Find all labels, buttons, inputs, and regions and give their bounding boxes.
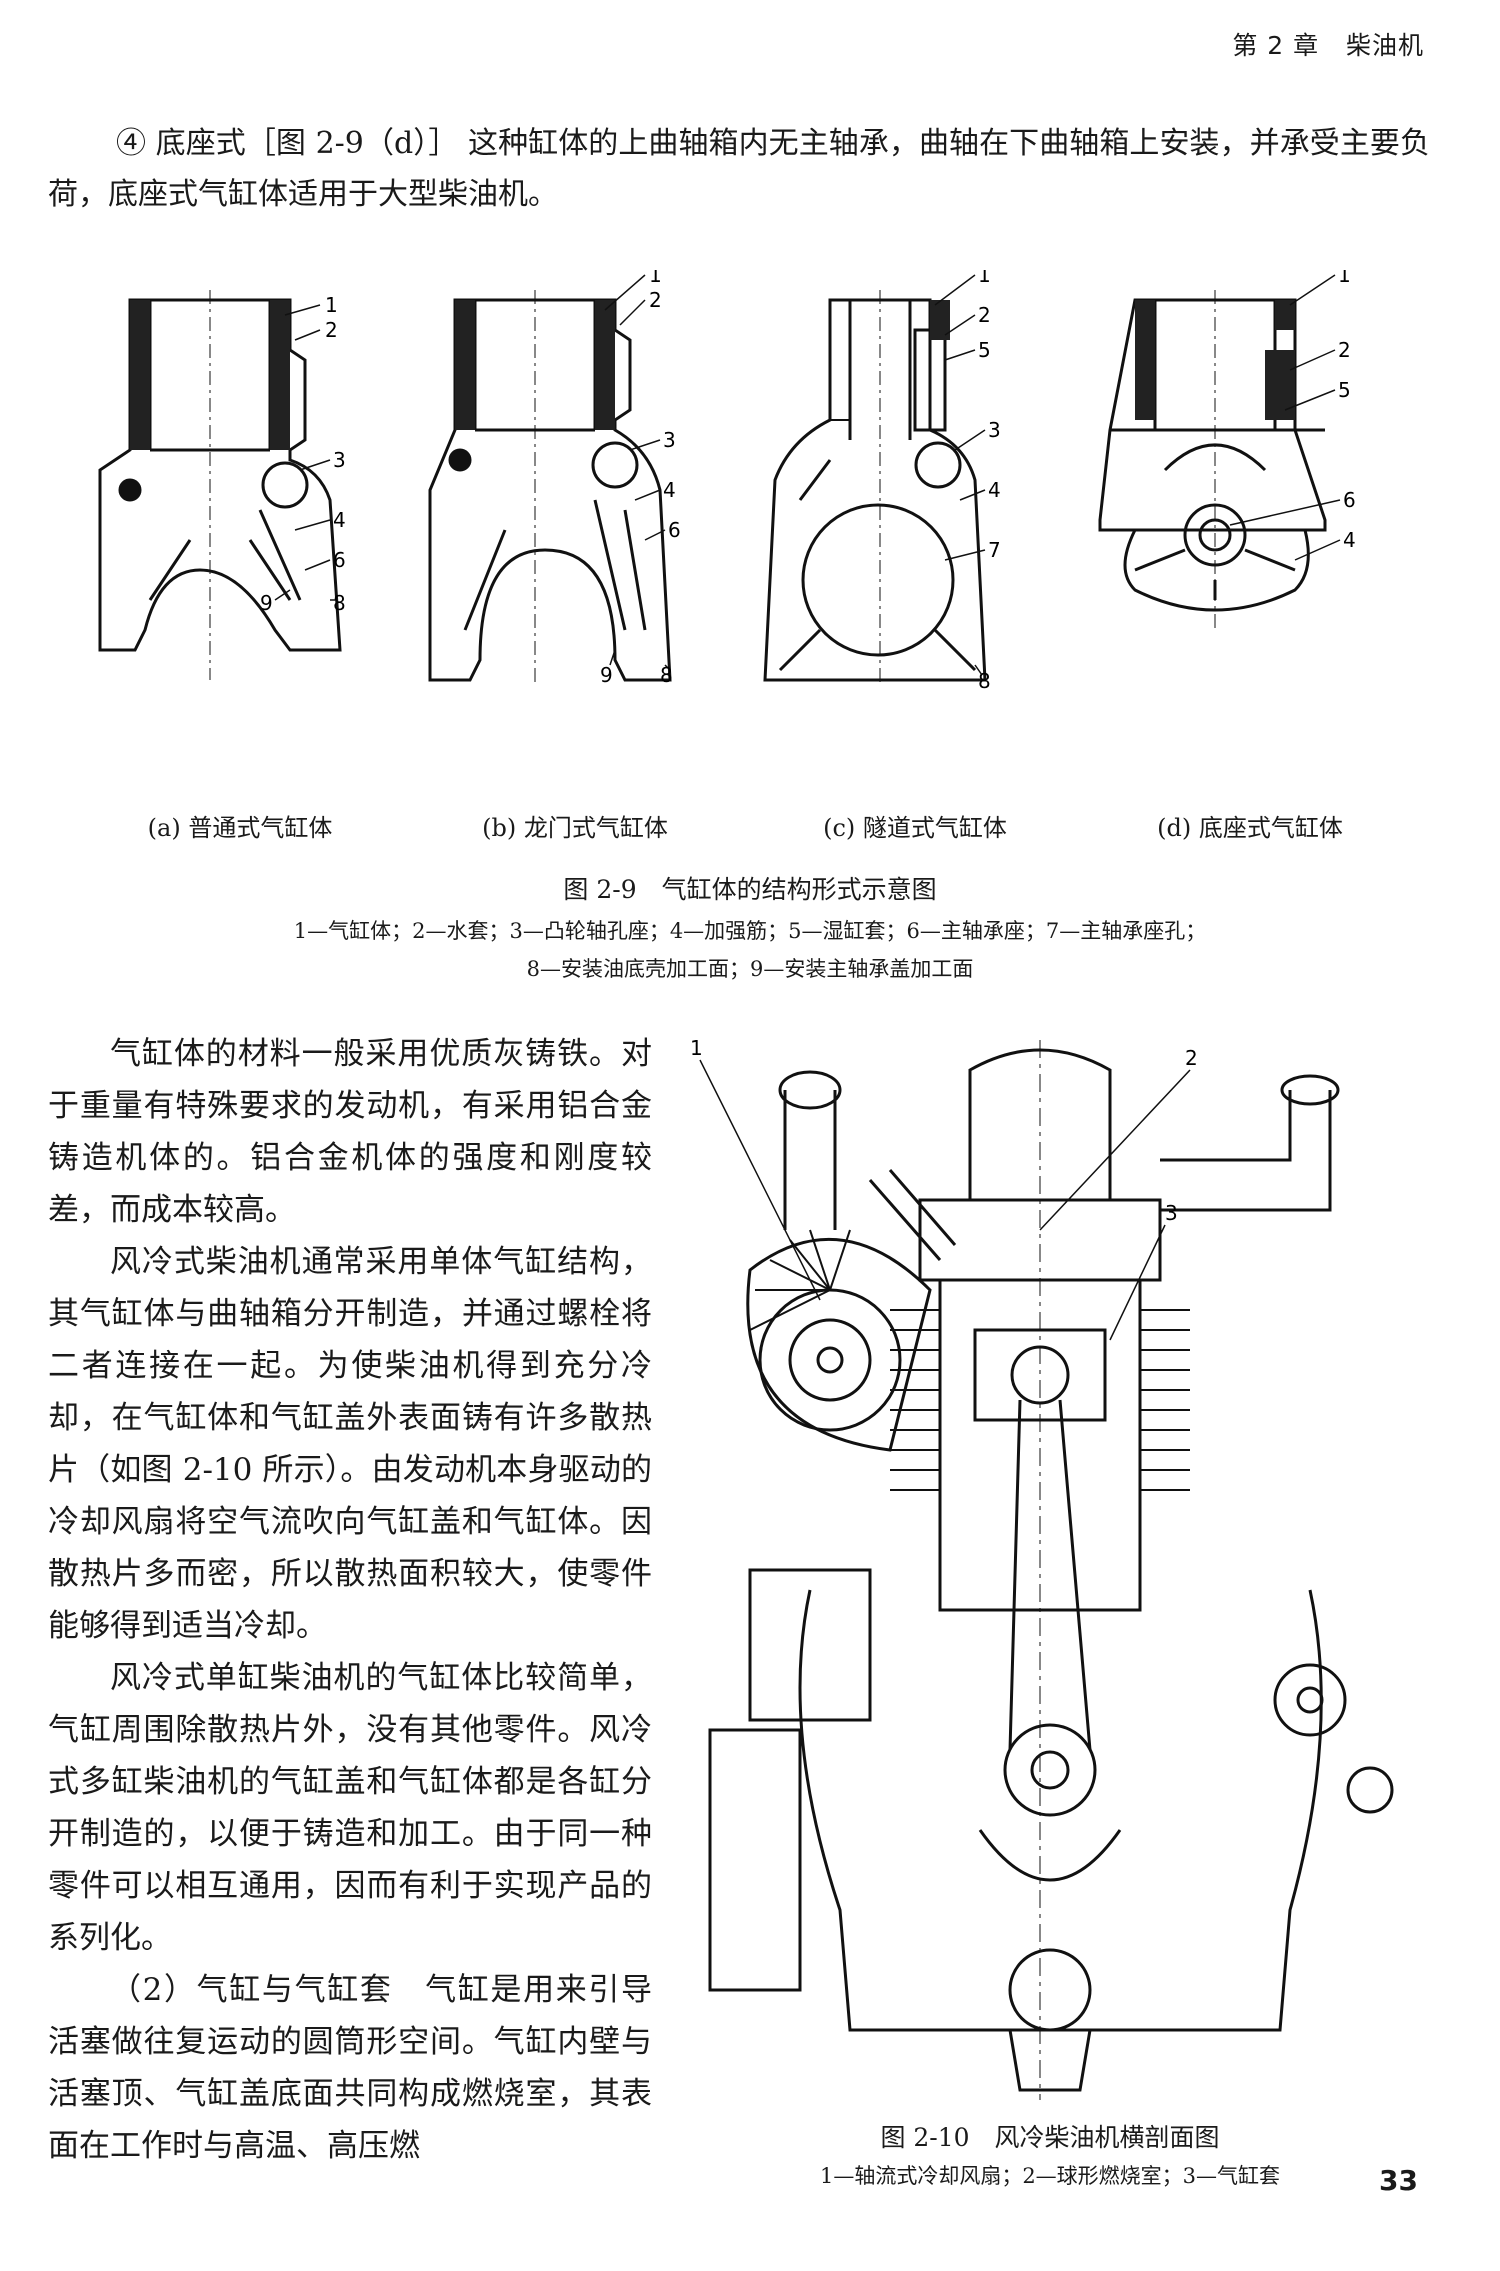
label-a-6: 6 (333, 548, 346, 572)
figure-2-9-legend-line2: 8—安装油底壳加工面；9—安装主轴承盖加工面 (526, 957, 974, 981)
paragraph-single-cylinder: 风冷式单缸柴油机的气缸体比较简单，气缸周围除散热片外，没有其他零件。风冷式多缸柴… (48, 1660, 652, 1956)
running-header: 第 2 章 柴油机 (1232, 26, 1424, 62)
paragraph-air-cooled: 风冷式柴油机通常采用单体气缸结构，其气缸体与曲轴箱分开制造，并通过螺栓将二者连接… (48, 1244, 652, 1644)
diagram-d: 1 2 5 6 4 (1095, 270, 1425, 690)
diagram-c-drawing: 1 2 5 3 4 7 8 (763, 270, 1001, 690)
diagram-d-drawing: 1 2 5 6 4 (1098, 270, 1356, 630)
diagram-b-drawing: 1 2 3 4 6 9 8 (428, 270, 681, 687)
label-c-5: 5 (978, 338, 991, 362)
subcaption-b: (b) 龙门式气缸体 (482, 814, 668, 842)
label-fig10-2: 2 (1185, 1046, 1198, 1070)
figure-2-9-caption: 图 2-9 气缸体的结构形式示意图 (563, 875, 937, 904)
subcaption-c: (c) 隧道式气缸体 (823, 814, 1007, 842)
diagram-c: 1 2 5 3 4 7 8 (760, 270, 1060, 690)
label-a-4: 4 (333, 508, 346, 532)
label-d-1: 1 (1338, 270, 1351, 287)
label-c-8: 8 (978, 669, 991, 690)
intro-text: ④ 底座式［图 2-9（d）］ 这种缸体的上曲轴箱内无主轴承，曲轴在下曲轴箱上安… (48, 126, 1430, 212)
label-d-2: 2 (1338, 338, 1351, 362)
label-fig10-3: 3 (1165, 1201, 1178, 1225)
label-b-3: 3 (663, 428, 676, 452)
figure-2-10: 1 2 3 (690, 1030, 1410, 2105)
label-a-2: 2 (325, 318, 338, 342)
label-a-3: 3 (333, 448, 346, 472)
label-a-8: 8 (333, 591, 346, 615)
label-a-9: 9 (260, 591, 273, 615)
page-number: 33 (1379, 2164, 1418, 2197)
diagram-a-drawing: 1 2 3 4 6 9 8 (98, 290, 346, 680)
label-a-1: 1 (325, 293, 338, 317)
paragraph-cylinder-liner: （2）气缸与气缸套 气缸是用来引导活塞做往复运动的圆筒形空间。气缸内壁与活塞顶、… (48, 1972, 652, 2164)
label-c-2: 2 (978, 303, 991, 327)
diagram-a: 1 2 3 4 6 9 8 (90, 270, 390, 690)
subcaption-a: (a) 普通式气缸体 (147, 814, 333, 842)
subcaption-d: (d) 底座式气缸体 (1157, 814, 1343, 842)
label-d-4: 4 (1343, 528, 1356, 552)
chapter-number: 第 2 章 (1232, 31, 1320, 60)
figure-2-9-legend-line1: 1—气缸体；2—水套；3—凸轮轴孔座；4—加强筋；5—湿缸套；6—主轴承座；7—… (293, 919, 1207, 943)
label-b-6: 6 (668, 518, 681, 542)
label-b-2: 2 (649, 288, 662, 312)
chapter-title: 柴油机 (1345, 31, 1424, 60)
label-d-6: 6 (1343, 488, 1356, 512)
figure-2-10-legend: 1—轴流式冷却风扇；2—球形燃烧室；3—气缸套 (819, 2164, 1281, 2188)
label-c-1: 1 (978, 270, 991, 287)
label-c-7: 7 (988, 538, 1001, 562)
body-text: 气缸体的材料一般采用优质灰铸铁。对于重量有特殊要求的发动机，有采用铝合金铸造机体… (48, 1028, 652, 2172)
figure-2-9: 1 2 3 4 6 9 8 (60, 270, 1440, 830)
label-b-4: 4 (663, 478, 676, 502)
label-fig10-1: 1 (690, 1036, 703, 1060)
figure-2-10-caption: 图 2-10 风冷柴油机横剖面图 (880, 2123, 1220, 2152)
label-c-3: 3 (988, 418, 1001, 442)
label-b-9: 9 (600, 663, 613, 687)
engine-cross-section-drawing: 1 2 3 (690, 1036, 1394, 2100)
intro-paragraph: ④ 底座式［图 2-9（d）］ 这种缸体的上曲轴箱内无主轴承，曲轴在下曲轴箱上安… (48, 118, 1430, 220)
label-c-4: 4 (988, 478, 1001, 502)
label-d-5: 5 (1338, 378, 1351, 402)
label-b-1: 1 (649, 270, 662, 287)
label-b-8: 8 (660, 663, 673, 687)
paragraph-material: 气缸体的材料一般采用优质灰铸铁。对于重量有特殊要求的发动机，有采用铝合金铸造机体… (48, 1036, 652, 1228)
diagram-b: 1 2 3 4 6 9 8 (425, 270, 725, 690)
